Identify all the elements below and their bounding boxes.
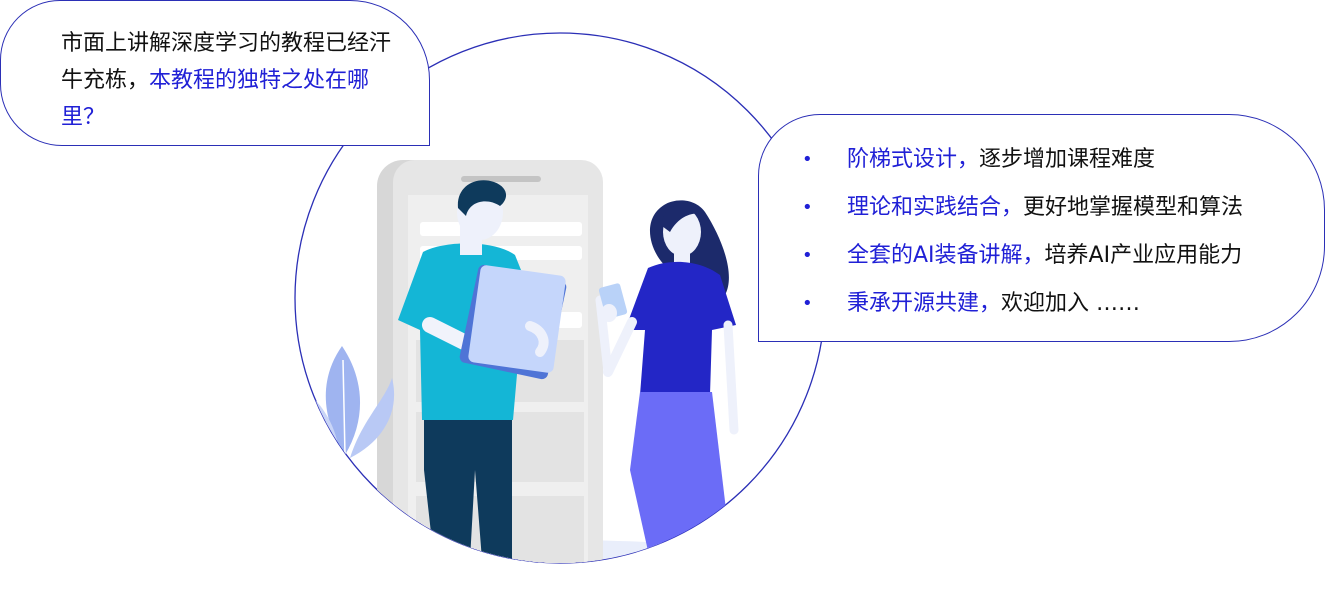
question-text: 市面上讲解深度学习的教程已经汗牛充栋， xyxy=(61,31,392,93)
feature-list: • 阶梯式设计，逐步增加课程难度 • 理论和实践结合，更好地掌握模型和算法 • … xyxy=(799,143,1324,335)
list-item: • 阶梯式设计，逐步增加课程难度 xyxy=(799,143,1324,191)
bullet-icon: • xyxy=(802,245,813,266)
list-item: • 秉承开源共建，欢迎加入 …… xyxy=(799,287,1324,335)
features-bubble: • 阶梯式设计，逐步增加课程难度 • 理论和实践结合，更好地掌握模型和算法 • … xyxy=(758,114,1325,342)
feature-highlight: 阶梯式设计， xyxy=(847,147,980,172)
bullet-icon: • xyxy=(802,197,813,218)
list-item: • 理论和实践结合，更好地掌握模型和算法 xyxy=(799,191,1324,239)
question-bubble: 市面上讲解深度学习的教程已经汗牛充栋，本教程的独特之处在哪里？ xyxy=(0,0,430,146)
feature-text: 培养AI产业应用能力 xyxy=(1044,243,1243,268)
bullet-icon: • xyxy=(802,293,813,314)
feature-text: 欢迎加入 …… xyxy=(1001,291,1141,316)
feature-highlight: 理论和实践结合， xyxy=(847,195,1024,220)
woman-figure xyxy=(595,200,739,560)
bullet-icon: • xyxy=(802,149,813,170)
question-highlight: 本教程的独特之处在哪里？ xyxy=(61,68,370,130)
feature-text: 更好地掌握模型和算法 xyxy=(1023,195,1244,220)
feature-text: 逐步增加课程难度 xyxy=(979,147,1156,172)
man-figure xyxy=(398,180,567,560)
feature-highlight: 秉承开源共建， xyxy=(847,291,1002,316)
feature-highlight: 全套的AI装备讲解， xyxy=(847,243,1045,268)
list-item: • 全套的AI装备讲解，培养AI产业应用能力 xyxy=(799,239,1324,287)
